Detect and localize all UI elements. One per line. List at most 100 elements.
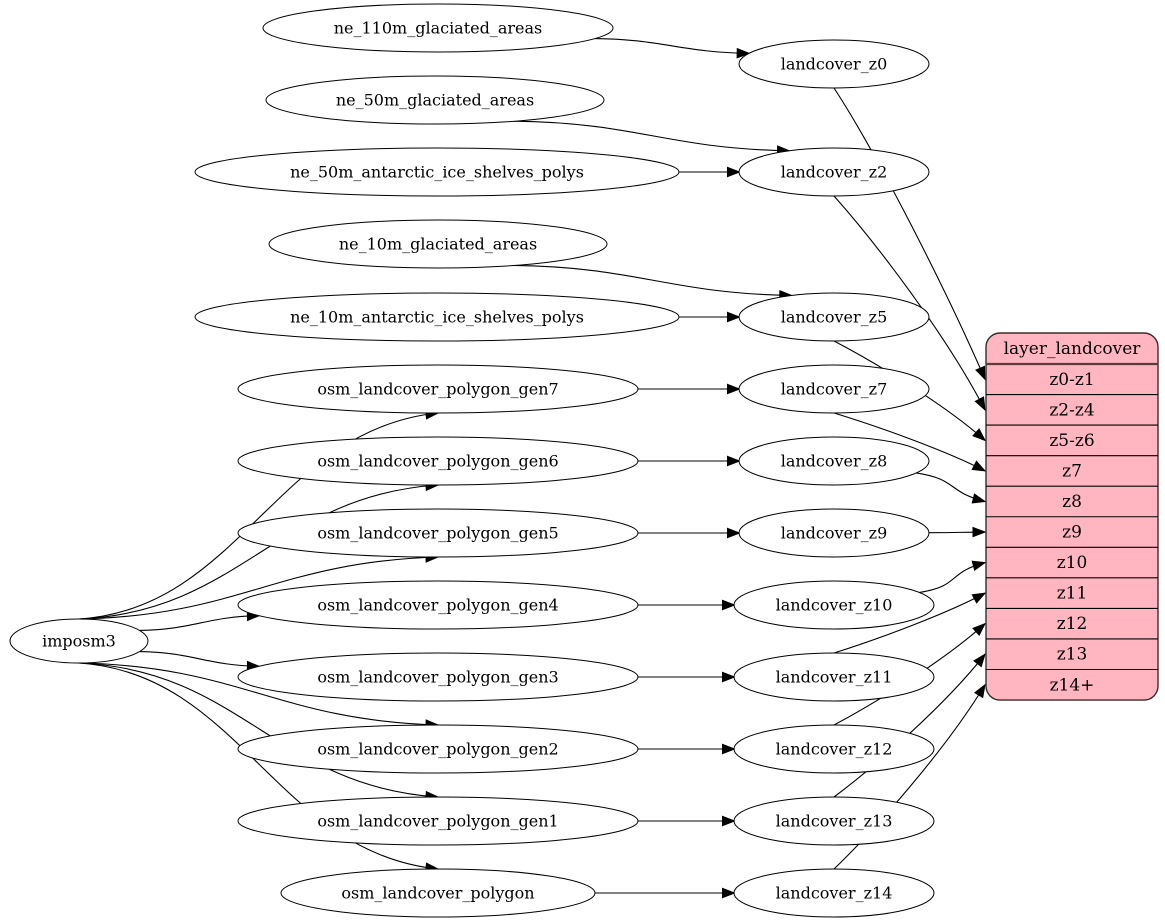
node-landcover-5[interactable]: landcover_z9	[738, 508, 930, 558]
edge-line	[139, 615, 260, 631]
node-landcover-6-label: landcover_z10	[776, 596, 893, 615]
layer-table-row-z2-z4[interactable]: z2-z4	[986, 395, 1158, 426]
node-landcover-4[interactable]: landcover_z8	[738, 436, 930, 486]
edge-landcover_z10-to-row-z10	[918, 560, 987, 594]
edge-osm_landcover_polygon_gen5-to-landcover_z9	[637, 527, 741, 539]
node-landcover-2[interactable]: landcover_z5	[738, 292, 930, 342]
edge-arrowhead	[971, 493, 987, 504]
node-ne-source-0-shape	[262, 3, 614, 53]
node-osm-source-0-shape	[237, 364, 639, 414]
node-ne-source-4[interactable]: ne_10m_antarctic_ice_shelves_polys	[194, 292, 680, 342]
node-osm-source-6-shape	[237, 796, 639, 846]
edge-arrowhead	[736, 47, 751, 59]
node-landcover-1[interactable]: landcover_z2	[738, 147, 930, 197]
node-ne-source-2-label: ne_50m_antarctic_ice_shelves_polys	[290, 163, 584, 182]
edge-line	[78, 662, 439, 870]
node-landcover-0[interactable]: landcover_z0	[738, 39, 930, 89]
layer-table-row-z13[interactable]: z13	[986, 639, 1158, 671]
node-landcover-4-shape	[738, 436, 930, 486]
node-osm-source-7-label: osm_landcover_polygon	[341, 884, 534, 903]
node-landcover-10[interactable]: landcover_z14	[733, 868, 935, 918]
edge-arrowhead	[726, 166, 741, 178]
edge-arrowhead	[726, 455, 741, 467]
edge-osm_landcover_polygon_gen4-to-landcover_z10	[637, 599, 736, 611]
node-landcover-9[interactable]: landcover_z13	[733, 796, 935, 846]
node-landcover-3[interactable]: landcover_z7	[738, 364, 930, 414]
edge-arrowhead	[973, 683, 986, 699]
node-ne-source-3-shape	[268, 219, 608, 269]
edge-imposm3-to-osm_landcover_polygon_gen4	[139, 610, 261, 631]
node-landcover-0-label: landcover_z0	[781, 55, 888, 74]
node-osm-source-3[interactable]: osm_landcover_polygon_gen4	[237, 580, 639, 630]
node-ne-source-3[interactable]: ne_10m_glaciated_areas	[268, 219, 608, 269]
node-landcover-8-shape	[733, 724, 935, 774]
node-osm-source-1-shape	[237, 436, 639, 486]
edge-landcover_z13-to-row-z13	[833, 653, 986, 798]
edge-arrowhead	[722, 743, 736, 755]
node-osm-source-4[interactable]: osm_landcover_polygon_gen3	[237, 652, 639, 702]
edge-landcover_z14-to-row-z14+	[833, 683, 986, 870]
node-osm-source-3-shape	[237, 580, 639, 630]
node-osm-source-6-label: osm_landcover_polygon_gen1	[317, 812, 558, 831]
edge-arrowhead	[722, 887, 736, 899]
node-osm-source-7[interactable]: osm_landcover_polygon	[280, 868, 596, 918]
layer-table-title: layer_landcover	[1004, 339, 1142, 359]
node-landcover-2-shape	[738, 292, 930, 342]
edge-landcover_z8-to-row-z8	[915, 472, 987, 504]
node-osm-source-0[interactable]: osm_landcover_polygon_gen7	[237, 364, 639, 414]
node-landcover-7-label: landcover_z11	[776, 668, 893, 687]
layer-table-row-z5-z6[interactable]: z5-z6	[986, 425, 1158, 457]
edge-arrowhead	[971, 592, 987, 604]
node-osm-source-6[interactable]: osm_landcover_polygon_gen1	[237, 796, 639, 846]
layer-table-row-z14+[interactable]: z14+	[987, 670, 1157, 701]
edge-osm_landcover_polygon_gen3-to-landcover_z11	[637, 671, 736, 683]
edge-arrowhead	[972, 526, 987, 538]
layer-table-row-z9[interactable]: z9	[986, 517, 1158, 548]
edge-line	[833, 412, 986, 472]
edge-line	[139, 651, 260, 667]
node-landcover-10-shape	[733, 868, 935, 918]
node-ne-source-0[interactable]: ne_110m_glaciated_areas	[262, 3, 614, 53]
layer-table-row-z10[interactable]: z10	[986, 547, 1158, 579]
node-osm-source-1[interactable]: osm_landcover_polygon_gen6	[237, 436, 639, 486]
edge-ne_10m_glaciated_areas-to-landcover_z5	[513, 264, 794, 301]
node-osm-source-5-shape	[237, 724, 639, 774]
layer-table-row-z12[interactable]: z12	[986, 608, 1158, 640]
node-osm-source-1-label: osm_landcover_polygon_gen6	[317, 452, 558, 471]
layer-table-row-label: z7	[1062, 461, 1082, 481]
node-osm-source-2[interactable]: osm_landcover_polygon_gen5	[237, 508, 639, 558]
node-osm-source-2-label: osm_landcover_polygon_gen5	[317, 524, 558, 543]
edge-imposm3-to-osm_landcover_polygon_gen3	[139, 651, 261, 672]
node-landcover-8[interactable]: landcover_z12	[733, 724, 935, 774]
layer-table-row-label: z11	[1057, 584, 1088, 604]
edge-line	[594, 38, 750, 54]
node-landcover-6[interactable]: landcover_z10	[733, 580, 935, 630]
layer-table-row-z11[interactable]: z11	[986, 578, 1158, 609]
layer-table-row-label: z13	[1057, 645, 1088, 665]
edge-ne_50m_antarctic_ice_shelves_polys-to-landcover_z2	[677, 166, 741, 178]
node-ne-source-1[interactable]: ne_50m_glaciated_areas	[265, 75, 605, 125]
node-osm-source-5[interactable]: osm_landcover_polygon_gen2	[237, 724, 639, 774]
edge-arrowhead	[974, 396, 986, 412]
edge-ne_10m_antarctic_ice_shelves_polys-to-landcover_z5	[677, 311, 741, 323]
layer-table-row-z0-z1[interactable]: z0-z1	[986, 364, 1158, 396]
node-ne-source-2[interactable]: ne_50m_antarctic_ice_shelves_polys	[194, 147, 680, 197]
edge-line	[78, 556, 439, 620]
edge-landcover_z11-to-row-z11	[833, 592, 987, 654]
layer-table-row-z7[interactable]: z7	[986, 456, 1158, 487]
node-landcover-4-label: landcover_z8	[781, 452, 888, 471]
layer-table-row-z8[interactable]: z8	[986, 486, 1158, 518]
node-imposm3-label: imposm3	[42, 632, 116, 651]
layer-table-row-label: z8	[1062, 492, 1082, 512]
edge-osm_landcover_polygon_gen1-to-landcover_z13	[637, 815, 736, 827]
node-landcover-10-label: landcover_z14	[776, 884, 893, 903]
edge-landcover_z7-to-row-z7	[833, 412, 987, 472]
edge-line	[833, 195, 986, 411]
node-imposm3[interactable]: imposm3	[9, 618, 149, 664]
node-ne-source-4-label: ne_10m_antarctic_ice_shelves_polys	[290, 308, 584, 327]
node-landcover-7[interactable]: landcover_z11	[733, 652, 935, 702]
node-landcover-3-shape	[738, 364, 930, 414]
node-landcover-5-label: landcover_z9	[781, 524, 888, 543]
